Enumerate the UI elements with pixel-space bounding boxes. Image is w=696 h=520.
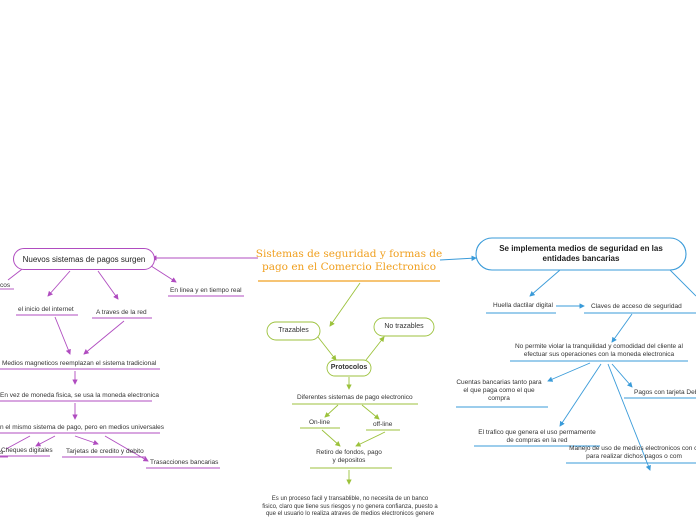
central-title-line1: Sistemas de seguridad y formas de xyxy=(255,248,443,260)
node-trafico[interactable]: El trafico que genera el uso permamente … xyxy=(474,429,600,445)
manejo-line2: para realizar dichos pagos o com xyxy=(586,453,682,461)
right-root-node[interactable]: Se implementa medios de seguridad en las… xyxy=(476,244,686,264)
central-topic[interactable]: Sistemas de seguridad y formas de pago e… xyxy=(255,248,443,274)
node-huella-dactilar[interactable]: Huella dactilar digital xyxy=(493,302,553,309)
proceso-line1: Es un proceso facil y transablible, no n… xyxy=(271,496,429,502)
node-no-permite[interactable]: No permite violar la tranquilidad y como… xyxy=(506,343,692,359)
node-transacciones-bancarias[interactable]: Trasacciones bancarias xyxy=(150,459,219,466)
node-retiro-fondos[interactable]: Retiro de fondos, pago y depositos xyxy=(300,449,398,465)
retiro-line2: y depositos xyxy=(332,457,366,465)
node-cheques-digitales[interactable]: Cheques digitales xyxy=(1,447,53,454)
cuentas-line3: compra xyxy=(488,395,510,403)
node-cuentas-bancarias[interactable]: Cuentas bancarias tanto para el que paga… xyxy=(452,379,546,403)
node-tiempo-real[interactable]: En linea y en tiempo real xyxy=(170,287,242,294)
no-permite-line1: No permite violar la tranquilidad y como… xyxy=(514,343,683,350)
node-claves-acceso[interactable]: Claves de acceso de seguridad xyxy=(591,303,682,310)
node-protocolos[interactable]: Protocolos xyxy=(330,364,368,371)
cuentas-line1: Cuentas bancarias tanto para xyxy=(456,379,542,386)
node-tarjetas-credito[interactable]: Tarjetas de credito y debito xyxy=(66,448,144,455)
left-root-node[interactable]: Nuevos sistemas de pagos surgen xyxy=(13,248,155,270)
node-inicio-internet[interactable]: el inicio del internet xyxy=(18,306,74,313)
node-diferentes-sistemas[interactable]: Diferentes sistemas de pago electronico xyxy=(297,394,413,401)
node-cos[interactable]: cos xyxy=(0,282,11,289)
node-no-trazables[interactable]: No trazables xyxy=(384,323,424,330)
node-online[interactable]: On-line xyxy=(309,419,330,426)
node-moneda-electronica[interactable]: En vez de moneda fisica, se usa la moned… xyxy=(0,392,159,399)
node-s[interactable]: s xyxy=(0,449,4,456)
left-root-label: Nuevos sistemas de pagos surgen xyxy=(22,254,146,264)
node-traves-red[interactable]: A traves de la red xyxy=(96,309,147,316)
node-medios-magneticos[interactable]: Medios magneticos reemplazan el sistema … xyxy=(2,360,157,367)
no-permite-line2: efectuar sus operaciones con la moneda e… xyxy=(523,351,675,359)
manejo-line1: Manejo de uso de medios electronicos con… xyxy=(569,445,696,452)
retiro-line1: Retiro de fondos, pago xyxy=(316,449,382,456)
trafico-line1: El trafico que genera el uso permamente xyxy=(478,429,596,436)
cuentas-line2: el que paga como el que xyxy=(463,387,535,395)
node-offline[interactable]: off-line xyxy=(373,421,393,428)
trafico-line2: de compras en la red xyxy=(506,437,568,445)
right-root-line1: Se implementa medios de seguridad en las xyxy=(499,244,663,253)
right-root-line2: entidades bancarias xyxy=(542,254,620,263)
central-title-line2: pago en el Comercio Electronico xyxy=(261,261,437,274)
node-trazables[interactable]: Trazables xyxy=(278,327,309,334)
proceso-line2: fisico, claro que tiene sus riesgos y no… xyxy=(262,503,438,510)
node-proceso-facil[interactable]: Es un proceso facil y transablible, no n… xyxy=(256,496,444,519)
proceso-line3: que el usuario lo realiza atraves de med… xyxy=(265,511,435,517)
node-manejo-uso[interactable]: Manejo de uso de medios electronicos con… xyxy=(566,445,696,461)
node-pagos-tarjeta[interactable]: Pagos con tarjeta Deb xyxy=(634,389,696,396)
node-medios-universales[interactable]: n el mismo sistema de pago, pero en medi… xyxy=(0,424,165,431)
